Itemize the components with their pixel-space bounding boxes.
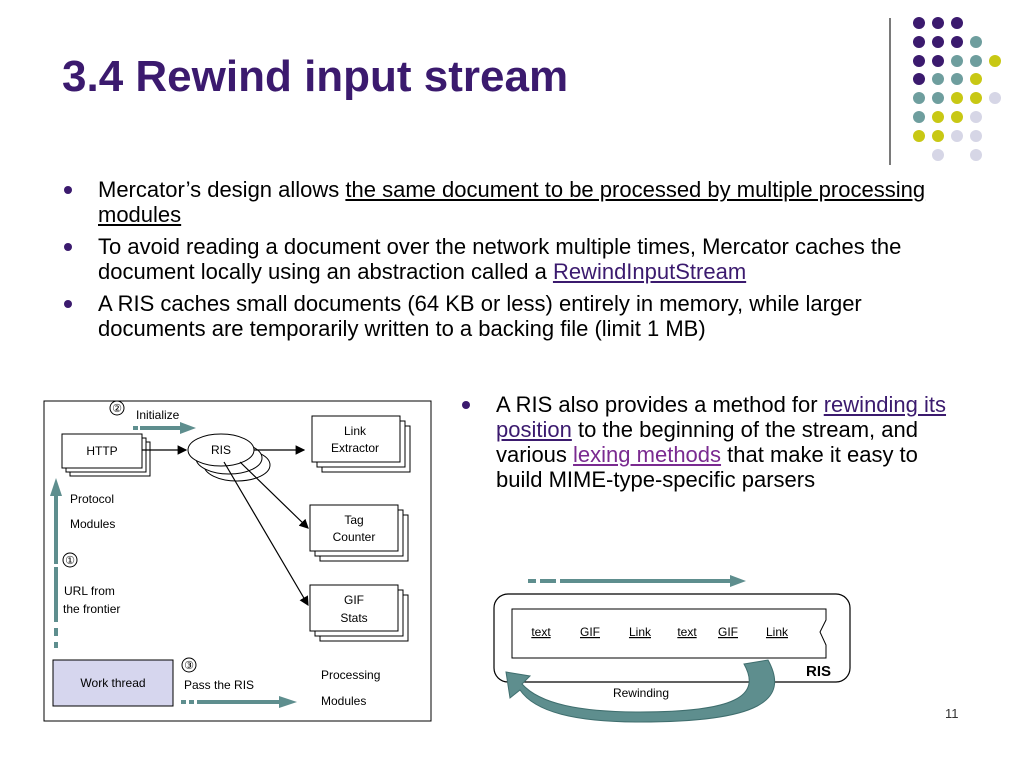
svg-text:②: ② — [112, 403, 122, 415]
rewinding-position-link[interactable]: rewinding its position — [496, 392, 947, 442]
svg-text:Initialize: Initialize — [136, 408, 180, 422]
processing-label: Processing — [321, 668, 380, 682]
svg-text:Stats: Stats — [340, 611, 367, 625]
svg-text:Tag: Tag — [344, 513, 363, 527]
url-from-frontier-step: ① URL from the frontier — [50, 478, 120, 648]
svg-text:③: ③ — [184, 660, 194, 672]
svg-text:Extractor: Extractor — [331, 441, 379, 455]
pass-ris-step: ③ Pass the RIS — [181, 657, 297, 708]
gif-stats-box: GIF Stats — [309, 584, 409, 642]
work-thread-box: Work thread — [52, 659, 174, 707]
svg-text:the frontier: the frontier — [63, 602, 120, 616]
bullet-item: To avoid reading a document over the net… — [62, 234, 952, 284]
tag-counter-box: Tag Counter — [309, 504, 409, 562]
stream-token: text — [531, 625, 551, 639]
slide-title: 3.4 Rewind input stream — [62, 52, 569, 101]
stream-token: GIF — [718, 625, 738, 639]
stream-token: GIF — [580, 625, 600, 639]
stream-token: text — [677, 625, 697, 639]
ris-rewind-diagram: text GIF Link text GIF Link RIS Rewindin… — [493, 575, 851, 723]
svg-text:URL from: URL from — [64, 584, 115, 598]
svg-text:RIS: RIS — [211, 443, 231, 457]
svg-text:①: ① — [65, 555, 75, 567]
link-extractor-box: Link Extractor — [311, 415, 411, 473]
stream-token: Link — [629, 625, 652, 639]
svg-text:GIF: GIF — [344, 593, 364, 607]
bullet-item: Mercator’s design allows the same docume… — [62, 177, 952, 227]
lexing-methods-link[interactable]: lexing methods — [573, 442, 722, 467]
bullet-item: A RIS caches small documents (64 KB or l… — [62, 291, 952, 341]
http-module-box: HTTP — [61, 433, 151, 477]
svg-text:HTTP: HTTP — [86, 444, 117, 458]
modules-label: Modules — [70, 517, 115, 531]
initialize-step: ② Initialize — [109, 400, 196, 434]
ris-node: RIS — [187, 433, 271, 482]
ris-label: RIS — [806, 663, 831, 680]
diagram-frame — [43, 400, 432, 722]
bullet-item: A RIS also provides a method for rewindi… — [460, 392, 960, 492]
page-number: 11 — [945, 706, 959, 721]
processing-modules-label: Modules — [321, 694, 366, 708]
protocol-label: Protocol — [70, 492, 114, 506]
right-bullet-list: A RIS also provides a method for rewindi… — [460, 392, 960, 499]
main-bullet-list: Mercator’s design allows the same docume… — [62, 177, 952, 348]
stream-token: Link — [766, 625, 789, 639]
svg-text:Counter: Counter — [333, 530, 376, 544]
decorative-divider — [889, 18, 891, 165]
decorative-dot-grid — [913, 17, 1001, 161]
rewindinputstream-link[interactable]: RewindInputStream — [552, 259, 747, 284]
svg-text:Work thread: Work thread — [80, 676, 145, 690]
underlined-phrase: the same document to be processed by mul… — [98, 177, 926, 227]
rewinding-label: Rewinding — [613, 686, 669, 700]
svg-text:Pass the RIS: Pass the RIS — [184, 678, 254, 692]
svg-text:Link: Link — [344, 424, 367, 438]
